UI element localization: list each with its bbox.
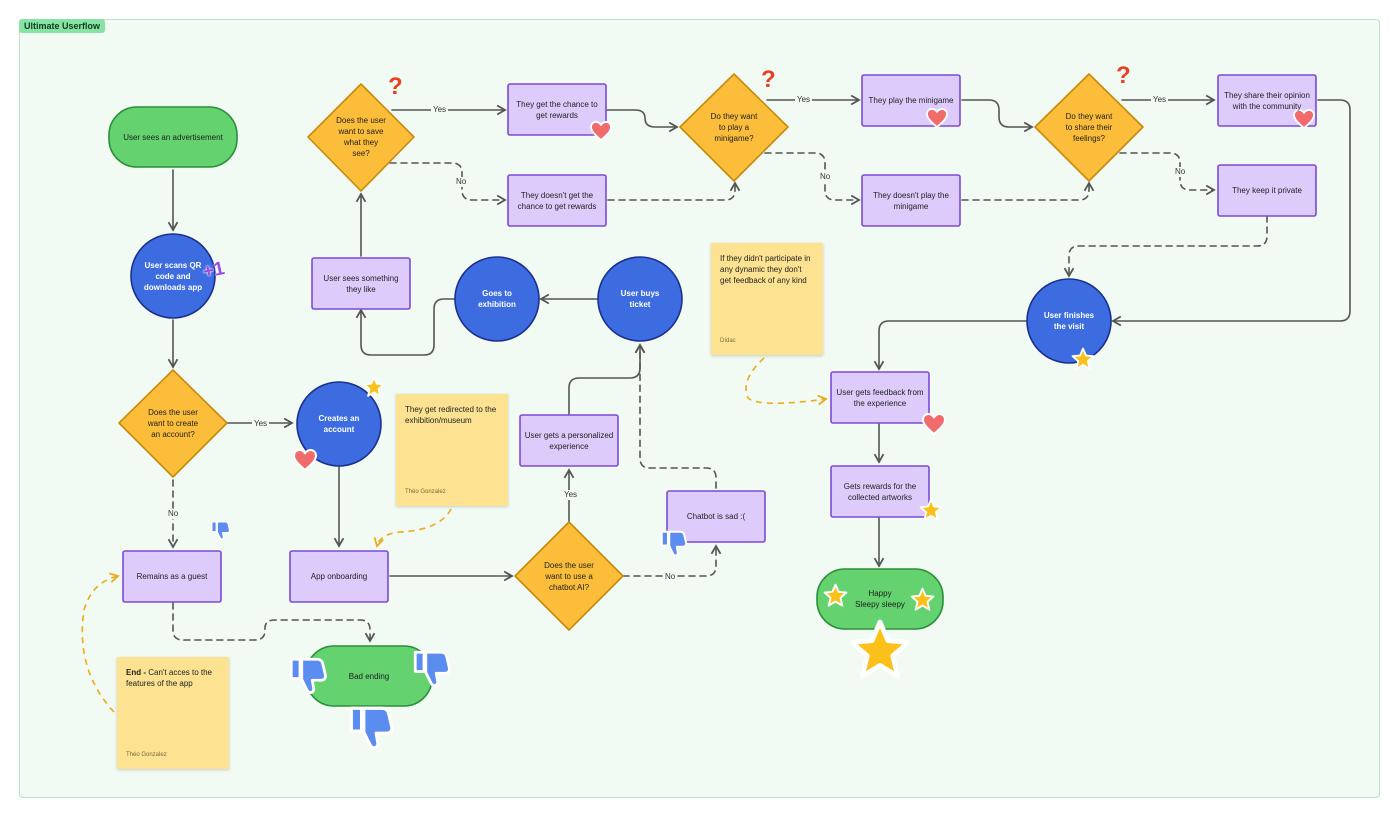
feedback-rect [830, 371, 930, 424]
question-icon: ? [388, 73, 403, 100]
edge-no-sad [622, 544, 722, 577]
note-no-feedback-text: If they didn't participate in any dynami… [720, 254, 811, 285]
onboarding-rect [289, 550, 389, 603]
heart-icon [922, 413, 946, 435]
shapes [108, 73, 1317, 707]
personalized-rect [519, 414, 619, 467]
edge-label-yes: Yes [1151, 95, 1169, 105]
share-rect [1217, 74, 1317, 127]
edge-noplay-feelings [961, 181, 1095, 201]
edge-label-yes: Yes [252, 419, 270, 429]
sees-rect [311, 257, 411, 310]
edge-exhibition-sees [355, 298, 456, 356]
edge-no-play [764, 152, 861, 206]
thumbs-down-icon [660, 530, 688, 557]
chance-rect [507, 83, 607, 136]
edge-rewards-minigame [606, 109, 679, 133]
plus-one-icon: +1 [200, 257, 227, 284]
edge-finish-feedback [873, 320, 1028, 371]
edge-norewards-minigame [607, 181, 741, 201]
star-icon [852, 622, 908, 676]
edge-private-finish [1063, 215, 1268, 278]
edge-label-yes: Yes [795, 95, 813, 105]
decide-save-diamond [307, 83, 415, 192]
start-terminal [108, 106, 238, 168]
edge-no-rewards [389, 162, 507, 206]
edge-no-private [1119, 152, 1216, 196]
note-connectors [81, 357, 828, 713]
nochance-rect [507, 174, 607, 227]
guest-rect [122, 550, 222, 603]
note-edge-end [81, 572, 120, 713]
note-redirect[interactable]: They get redirected to the exhibition/mu… [396, 394, 508, 506]
note-edge-feedback [745, 357, 828, 406]
edge-label-no: No [1173, 167, 1188, 177]
frame-title[interactable]: Ultimate Userflow [19, 19, 106, 33]
decide-account-diamond [118, 369, 228, 478]
edge-sad-ticket [634, 343, 717, 489]
decide-feelings-diamond [1034, 73, 1144, 182]
edge-label-no: No [454, 177, 469, 187]
decide-minigame-diamond [679, 73, 789, 182]
edge-share-finish [1111, 99, 1351, 327]
note-end-bold: End - [126, 668, 146, 677]
note-end[interactable]: End - Can't acces to the features of the… [117, 657, 229, 769]
note-no-feedback[interactable]: If they didn't participate in any dynami… [711, 243, 823, 355]
sad-rect [666, 490, 766, 543]
edge-label-yes: Yes [562, 490, 580, 500]
edge-label-no: No [663, 572, 678, 582]
question-icon: ? [761, 66, 776, 93]
note-redirect-text: They get redirected to the exhibition/mu… [405, 405, 497, 425]
heart-icon [590, 121, 612, 141]
create-account-circle [296, 381, 382, 467]
edge-label-yes: Yes [431, 105, 449, 115]
question-icon: ? [1116, 62, 1131, 89]
userflow-frame [19, 19, 1380, 798]
note-edge-redirect [373, 508, 452, 548]
note-end-author: Théo Gonzalez [126, 752, 167, 758]
note-redirect-author: Théo Gonzalez [405, 489, 446, 495]
rewards-rect [830, 465, 930, 518]
finish-circle [1026, 278, 1112, 364]
note-end-text: Can't acces to the features of the app [126, 668, 213, 688]
scan-circle [130, 233, 216, 319]
exhibition-circle [454, 256, 540, 342]
noplay-rect [861, 174, 961, 227]
edge-personalized-ticket [568, 343, 646, 415]
private-rect [1217, 164, 1317, 217]
thumbs-down-icon [349, 706, 394, 750]
decide-chatbot-diamond [514, 521, 624, 631]
edge-label-no: No [818, 172, 833, 182]
edge-label-no: No [166, 509, 181, 519]
heart-icon [293, 449, 317, 471]
edge-play-feelings [961, 99, 1034, 133]
note-no-feedback-author: Dídac [720, 338, 736, 344]
thumbs-down-icon [211, 521, 231, 540]
edge-guest-bad [172, 602, 376, 643]
ticket-circle [597, 256, 683, 342]
